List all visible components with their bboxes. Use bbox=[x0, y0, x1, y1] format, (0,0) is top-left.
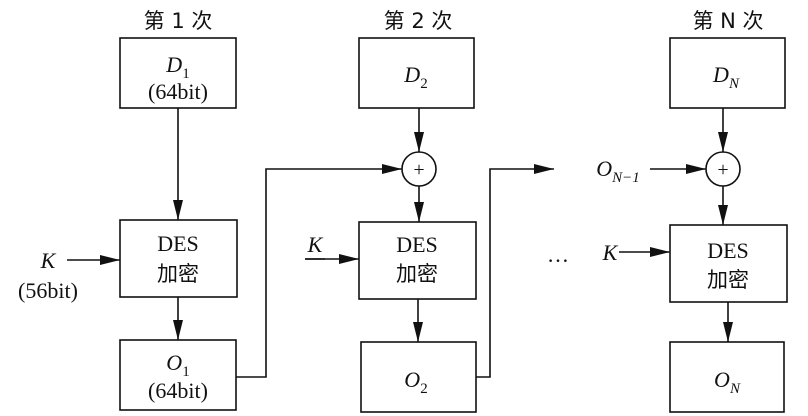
key-label-1: K bbox=[40, 248, 57, 273]
header-2: 第 2 次 bbox=[384, 9, 453, 33]
des-label-2: DES bbox=[396, 232, 438, 257]
des-op-1: 加密 bbox=[157, 262, 199, 286]
feedback-o2-next bbox=[476, 164, 554, 378]
prev-output-label-n: ON−1 bbox=[596, 156, 640, 186]
key-label-2: K bbox=[307, 232, 324, 257]
input-label-2: D2 bbox=[403, 62, 427, 92]
input-box-n bbox=[669, 37, 786, 109]
output-label-n: ON bbox=[714, 367, 741, 397]
output-note-1: (64bit) bbox=[148, 378, 208, 403]
output-label-2: O2 bbox=[404, 367, 427, 397]
des-op-2: 加密 bbox=[396, 262, 438, 286]
des-label-1: DES bbox=[157, 231, 199, 256]
ellipsis: … bbox=[547, 242, 569, 267]
des-label-n: DES bbox=[707, 238, 749, 263]
des-op-n: 加密 bbox=[707, 268, 749, 292]
xor-n-plus-icon: + bbox=[717, 159, 728, 181]
input-box-2 bbox=[358, 37, 475, 109]
output-box-n bbox=[669, 341, 785, 413]
header-1: 第 1 次 bbox=[144, 9, 213, 33]
key-note-1: (56bit) bbox=[18, 278, 78, 303]
feedback-o1-xor2 bbox=[236, 164, 402, 378]
key-label-n: K bbox=[602, 240, 619, 265]
output-label-1: O1 bbox=[166, 350, 189, 380]
header-n: 第 N 次 bbox=[692, 9, 763, 33]
input-note-1: (64bit) bbox=[148, 79, 208, 104]
xor-2-plus-icon: + bbox=[413, 159, 424, 181]
input-label-n: DN bbox=[712, 62, 740, 92]
input-label-1: D1 bbox=[165, 52, 189, 82]
